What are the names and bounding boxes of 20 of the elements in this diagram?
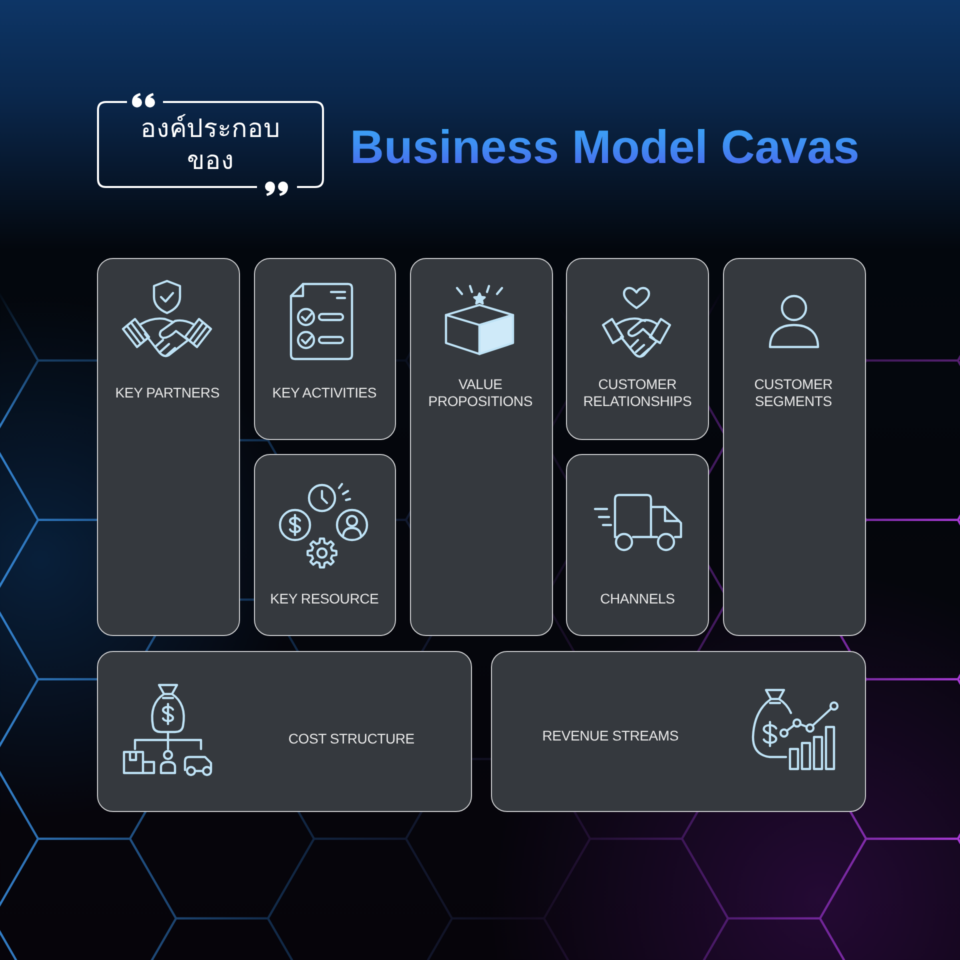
section-card: [97, 258, 240, 636]
section-card: [723, 258, 866, 636]
section-label: COST STRUCTURE: [288, 730, 414, 748]
section-card: [566, 454, 709, 636]
section-card: [254, 258, 396, 440]
section-label: CHANNELS: [600, 590, 675, 608]
section-card: [566, 258, 709, 440]
section-card: [491, 651, 866, 812]
section-label: CUSTOMER SEGMENTS: [754, 376, 833, 410]
section-card: [97, 651, 472, 812]
section-label: KEY PARTNERS: [115, 384, 220, 402]
heading-text: องค์ประกอบของ: [140, 112, 282, 176]
section-card: [410, 258, 553, 636]
section-label: KEY ACTIVITIES: [272, 384, 377, 402]
section-card: [254, 454, 396, 636]
section-label: CUSTOMER RELATIONSHIPS: [583, 376, 692, 410]
quote-box: [97, 101, 324, 188]
section-label: VALUE PROPOSITIONS: [428, 376, 532, 410]
section-label: REVENUE STREAMS: [542, 728, 679, 745]
section-label: KEY RESOURCE: [270, 590, 379, 608]
